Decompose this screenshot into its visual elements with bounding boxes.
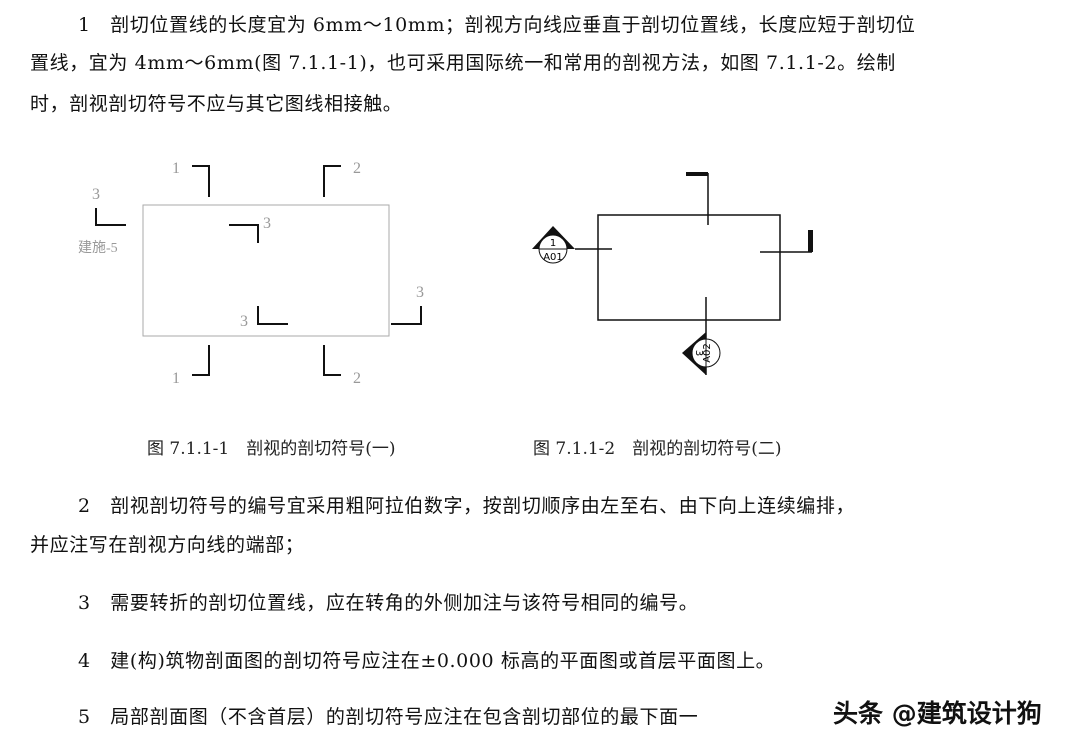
svg-text:1: 1	[550, 238, 556, 249]
plan-outline	[142, 204, 390, 337]
label-1: 1	[172, 160, 180, 177]
direction-bar-top	[686, 172, 708, 176]
cut-mark-3-inner-top	[229, 224, 259, 243]
svg-text:A02: A02	[702, 343, 713, 363]
label-1: 1	[172, 370, 180, 387]
text-line: 1 剖切位置线的长度宜为 6mm～10mm；剖视方向线应垂直于剖切位置线，长度应…	[78, 14, 916, 36]
cut-mark-2-bottom	[323, 345, 341, 376]
watermark: 头条 @建筑设计狗	[833, 699, 1042, 728]
direction-bar-right	[808, 230, 813, 252]
figure-2: 1 A01 3 A02	[532, 172, 813, 375]
cut-mark-2-top	[323, 165, 341, 197]
text-line: 并应注写在剖视方向线的端部；	[30, 534, 305, 556]
svg-text:A01: A01	[543, 252, 563, 263]
label-2: 2	[353, 370, 361, 387]
cut-mark-3-right	[391, 306, 422, 325]
text-line: 4 建(构)筑物剖面图的剖切符号应注在±0.000 标高的平面图或首层平面图上。	[78, 650, 776, 672]
figure-1-caption: 图 7.1.1-1 剖视的剖切符号(一)	[147, 439, 396, 459]
label-2: 2	[353, 160, 361, 177]
section-symbol-a02: 3 A02	[682, 332, 721, 375]
cut-mark-1-bottom	[192, 345, 210, 376]
label-3: 3	[92, 186, 100, 203]
label-3: 3	[240, 313, 248, 330]
text-line: 时，剖视剖切符号不应与其它图线相接触。	[30, 93, 403, 115]
text-line: 5 局部剖面图（不含首层）的剖切符号应注在包含剖切部位的最下面一	[78, 706, 699, 728]
section-symbol-a01: 1 A01	[532, 226, 575, 264]
plan-outline	[597, 214, 781, 321]
cut-mark-3-inner-bottom	[257, 306, 288, 325]
text-line: 3 需要转折的剖切位置线，应在转角的外侧加注与该符号相同的编号。	[78, 592, 699, 614]
text-line: 2 剖视剖切符号的编号宜采用粗阿拉伯数字，按剖切顺序由左至右、由下向上连续编排，	[78, 495, 856, 517]
cut-mark-1-top	[192, 165, 210, 197]
svg-text:3: 3	[693, 350, 704, 356]
label-3: 3	[263, 215, 271, 232]
sheet-ref: 建施-5	[78, 240, 118, 256]
label-3: 3	[416, 284, 424, 301]
cut-mark-3-left	[95, 208, 126, 226]
figure-2-caption: 图 7.1.1-2 剖视的剖切符号(二)	[533, 439, 782, 459]
text-line: 置线，宜为 4mm～6mm(图 7.1.1-1)，也可采用国际统一和常用的剖视方…	[30, 52, 896, 74]
